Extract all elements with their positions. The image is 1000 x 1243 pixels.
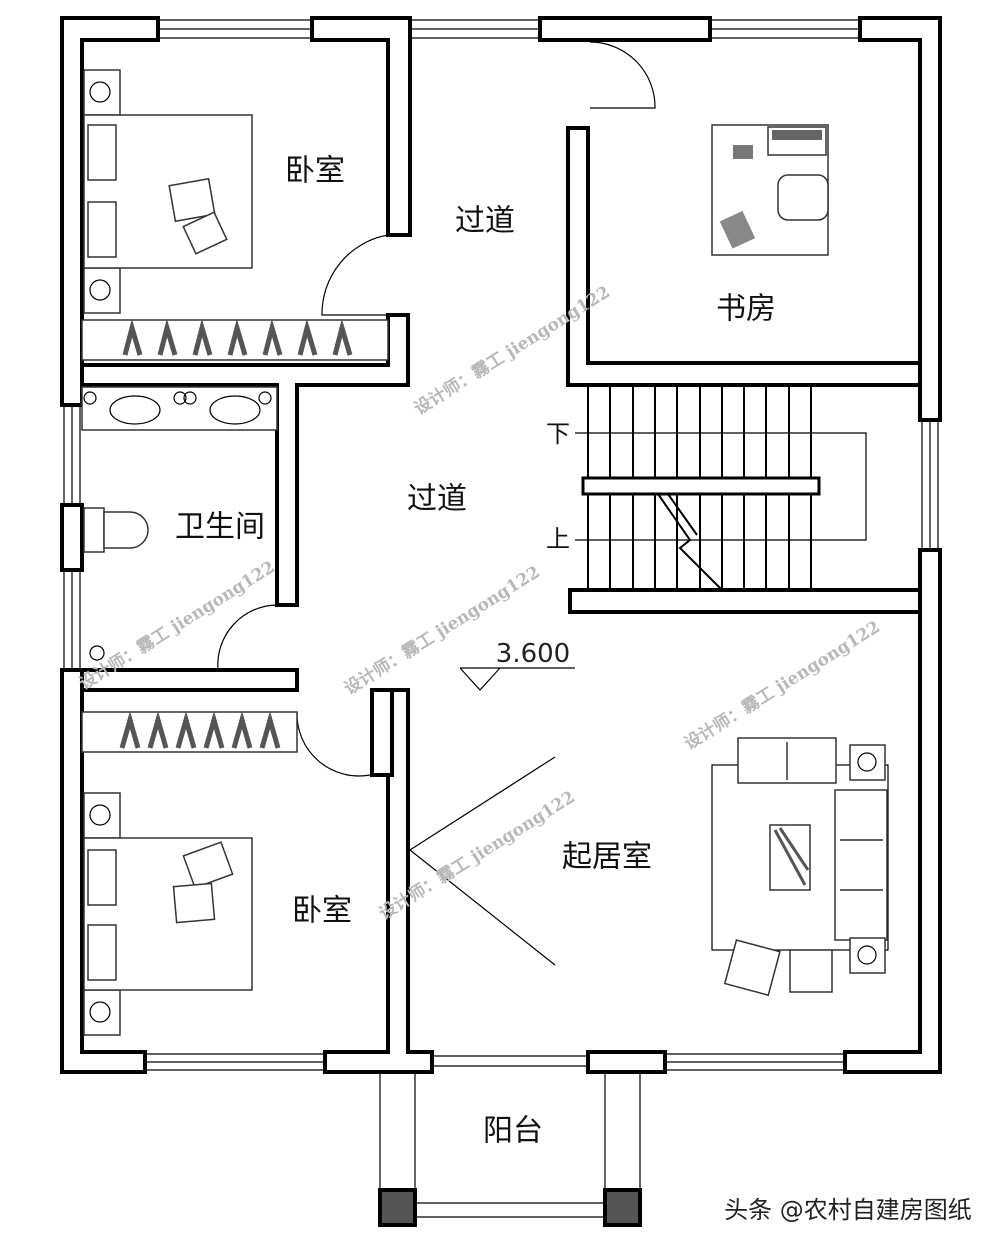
walls [60, 16, 942, 1074]
footer-credit: 头条 @农村自建房图纸 [724, 1196, 972, 1224]
bathroom-fixtures [81, 386, 278, 661]
doors [217, 41, 656, 1050]
stairs-down-label: 下 [546, 420, 570, 448]
stairs-up-label: 上 [546, 525, 570, 553]
room-label-balcony: 阳台 [483, 1114, 543, 1149]
watermark: 设计师：霧工 jiengong122 [340, 561, 543, 699]
balcony [378, 1072, 642, 1227]
wardrobe-top [81, 318, 389, 361]
living-room-sofa-set [711, 737, 889, 997]
bed-top [83, 69, 253, 314]
windows [63, 19, 939, 1071]
room-label-corridor-top: 过道 [455, 204, 515, 239]
elevation-label: 3.600 [496, 639, 570, 669]
wardrobe-bottom [81, 710, 298, 753]
elevation-marker: 3.600 [459, 639, 575, 691]
room-label-bedroom-top: 卧室 [285, 154, 345, 189]
room-label-bathroom: 卫生间 [175, 510, 265, 545]
room-label-corridor-mid: 过道 [407, 482, 467, 517]
room-label-bedroom-bottom: 卧室 [292, 894, 352, 929]
study-desk [711, 124, 829, 256]
bed-bottom [83, 792, 253, 1036]
room-label-living-room: 起居室 [562, 840, 652, 875]
watermark: 设计师：霧工 jiengong122 [680, 616, 883, 754]
room-label-study: 书房 [716, 292, 776, 327]
staircase[interactable]: 下 上 [546, 385, 867, 591]
